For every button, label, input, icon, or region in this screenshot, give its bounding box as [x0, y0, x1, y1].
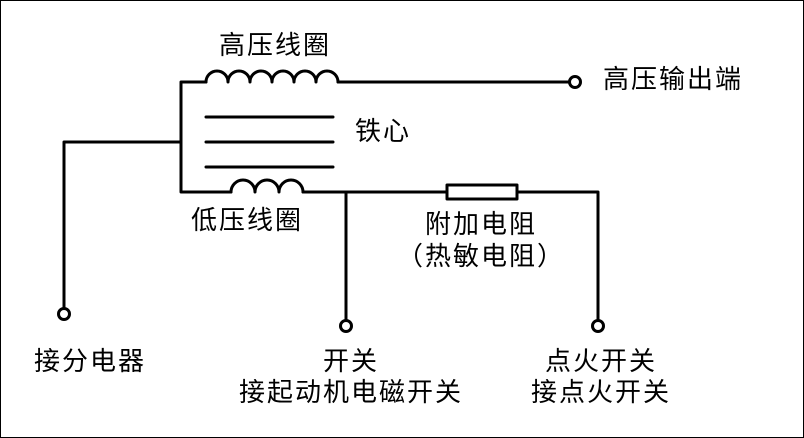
distributor-label: 接分电器 — [34, 347, 147, 377]
low-voltage-winding — [229, 178, 305, 194]
starter-switch-terminal — [339, 319, 353, 333]
ignition-switch-terminal — [591, 319, 605, 333]
thermistor-label: （热敏电阻） — [396, 242, 565, 272]
distributor-terminal — [57, 307, 71, 321]
starter-relay-label: 接起动机电磁开关 — [238, 378, 463, 408]
high-voltage-winding — [204, 69, 340, 84]
starter-switch-label: 开关 — [322, 347, 379, 377]
iron-core-label: 铁心 — [355, 117, 412, 147]
resistor-label: 附加电阻 — [424, 210, 537, 240]
hv-coil-label: 高压线圈 — [219, 31, 332, 61]
distributor-wire — [62, 140, 183, 309]
hv-output-label: 高压输出端 — [603, 65, 744, 95]
lv-coil-label: 低压线圈 — [191, 206, 304, 236]
ignition-switch-label: 点火开关 — [544, 347, 657, 377]
additional-resistor — [445, 183, 519, 201]
ignition-switch-wire — [515, 190, 600, 321]
coil-frame-wire — [179, 80, 233, 194]
ignition-switch-connect-label: 接点火开关 — [530, 378, 671, 408]
hv-output-terminal — [568, 75, 582, 89]
